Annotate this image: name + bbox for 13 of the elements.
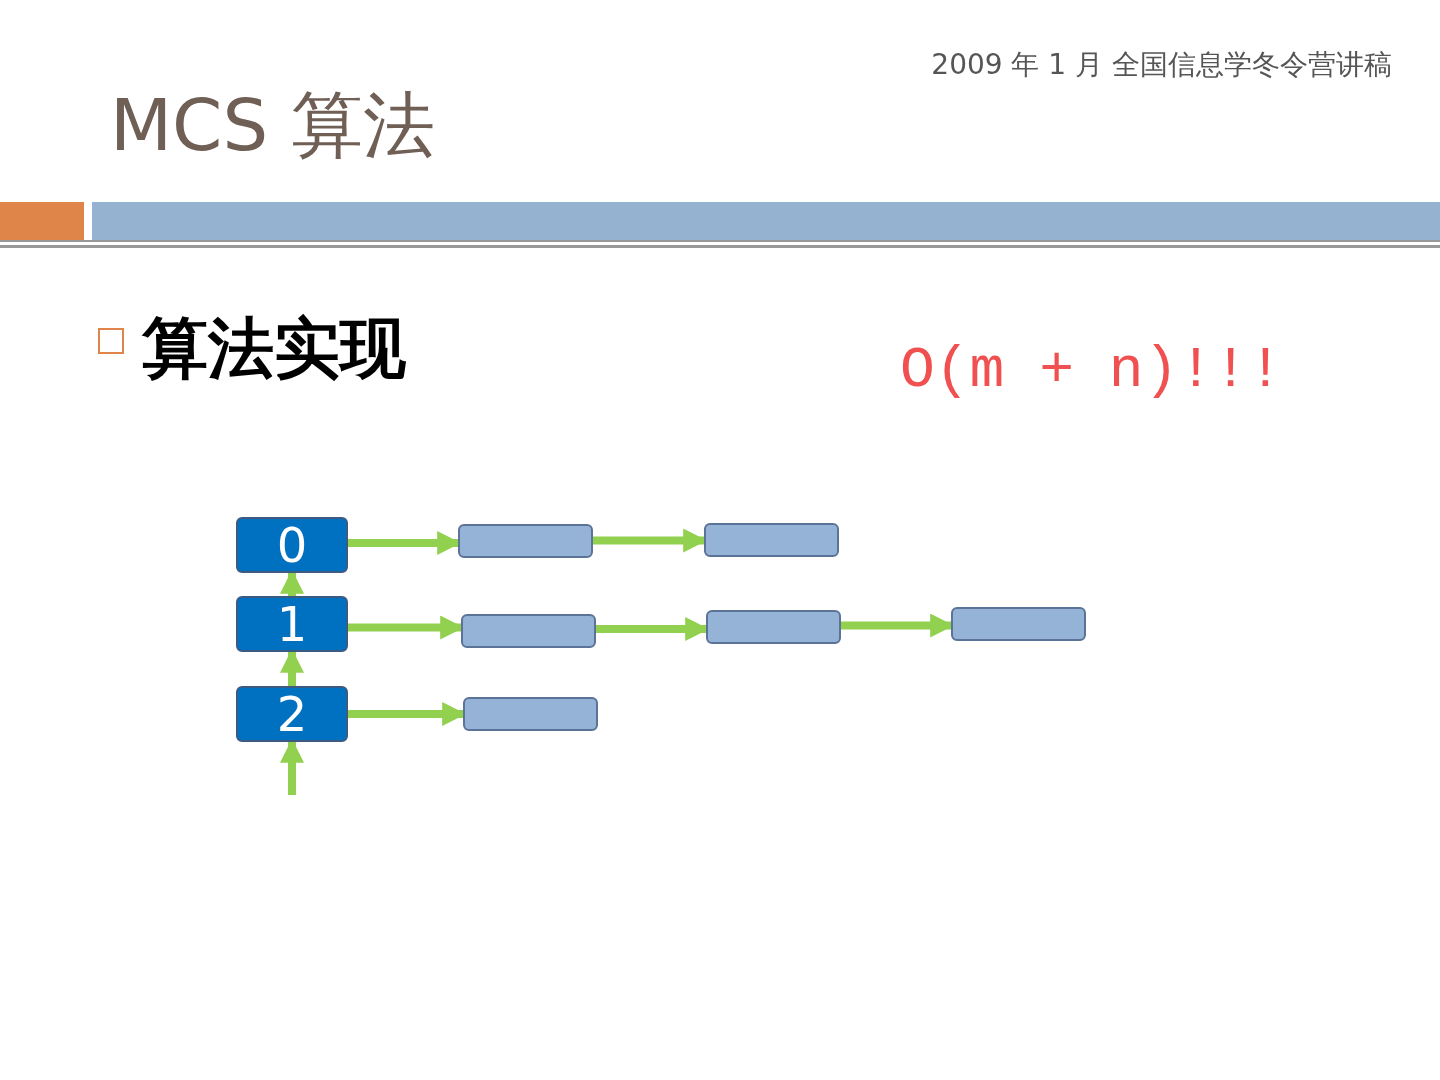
index-box: 2	[236, 686, 348, 742]
index-box: 0	[236, 517, 348, 573]
complexity-note: O(m + n)!!!	[900, 338, 1283, 403]
list-item-box	[706, 610, 841, 644]
list-item-box	[458, 524, 593, 558]
list-item-box	[704, 523, 839, 557]
index-box: 1	[236, 596, 348, 652]
section-heading: 算法实现	[142, 309, 406, 389]
header-note: 2009 年 1 月 全国信息学冬令营讲稿	[931, 47, 1392, 83]
list-item-box	[463, 697, 598, 731]
slide-title: MCS 算法	[110, 82, 435, 169]
list-item-box	[951, 607, 1086, 641]
list-item-box	[461, 614, 596, 648]
